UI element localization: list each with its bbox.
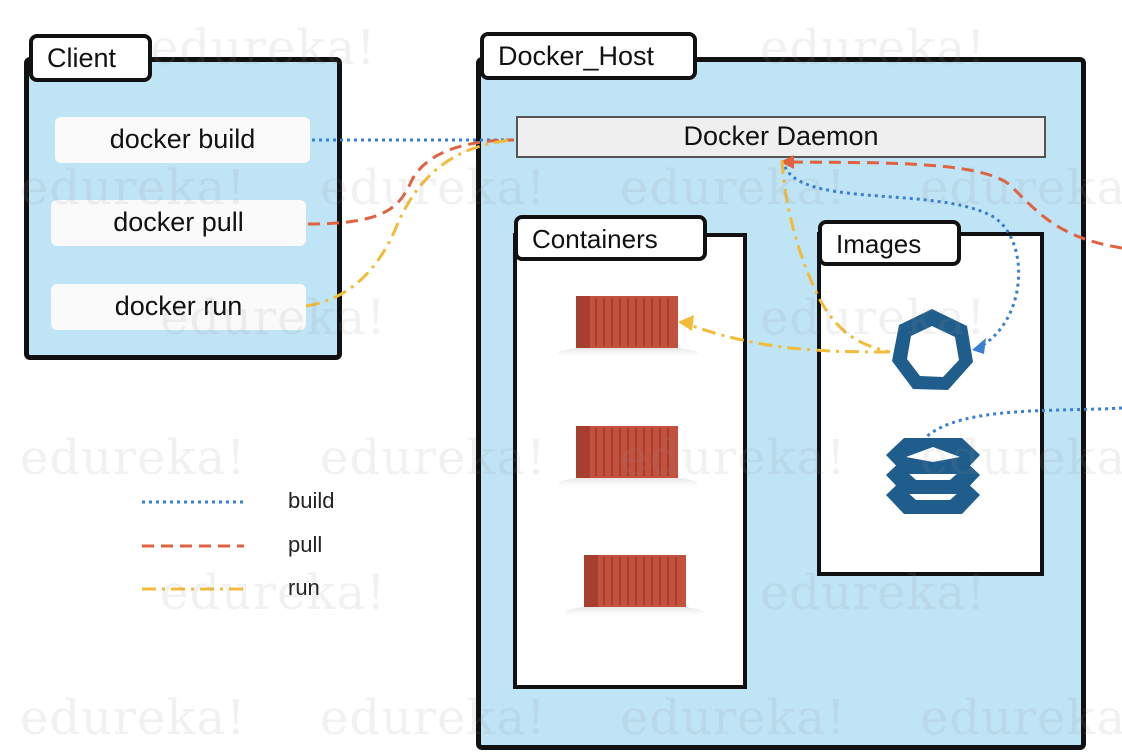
client-title: Client <box>29 34 152 82</box>
shipping-container-icon <box>564 555 704 619</box>
build-arrowhead <box>972 338 986 354</box>
build-to-image-connector <box>781 159 1020 350</box>
docker-image-icon <box>892 309 973 390</box>
shipping-container-icon <box>558 296 698 360</box>
legend-build-label: build <box>288 488 335 513</box>
images-title: Images <box>818 220 961 266</box>
legend-run-label: run <box>288 575 320 600</box>
pull-external-connector <box>789 160 1122 250</box>
pull-connector <box>307 138 515 226</box>
legend-pull-label: pull <box>288 532 323 557</box>
docker-host-title: Docker_Host <box>480 32 697 80</box>
run-daemon-image-connector <box>780 159 891 354</box>
shipping-container-icon <box>558 426 698 490</box>
image-layers-icon <box>886 438 980 514</box>
containers-title: Containers <box>514 215 707 261</box>
docker-daemon: Docker Daemon <box>516 116 1046 158</box>
run-arrowhead <box>678 315 694 331</box>
run-image-container-connector <box>689 323 889 354</box>
images-box <box>817 232 1044 576</box>
build-external-connector <box>923 406 1122 440</box>
docker-run-command: docker run <box>51 284 306 330</box>
run-connector <box>305 138 515 308</box>
docker-build-command: docker build <box>55 117 310 163</box>
docker-pull-command: docker pull <box>51 200 306 246</box>
pull-arrowhead <box>780 155 794 169</box>
